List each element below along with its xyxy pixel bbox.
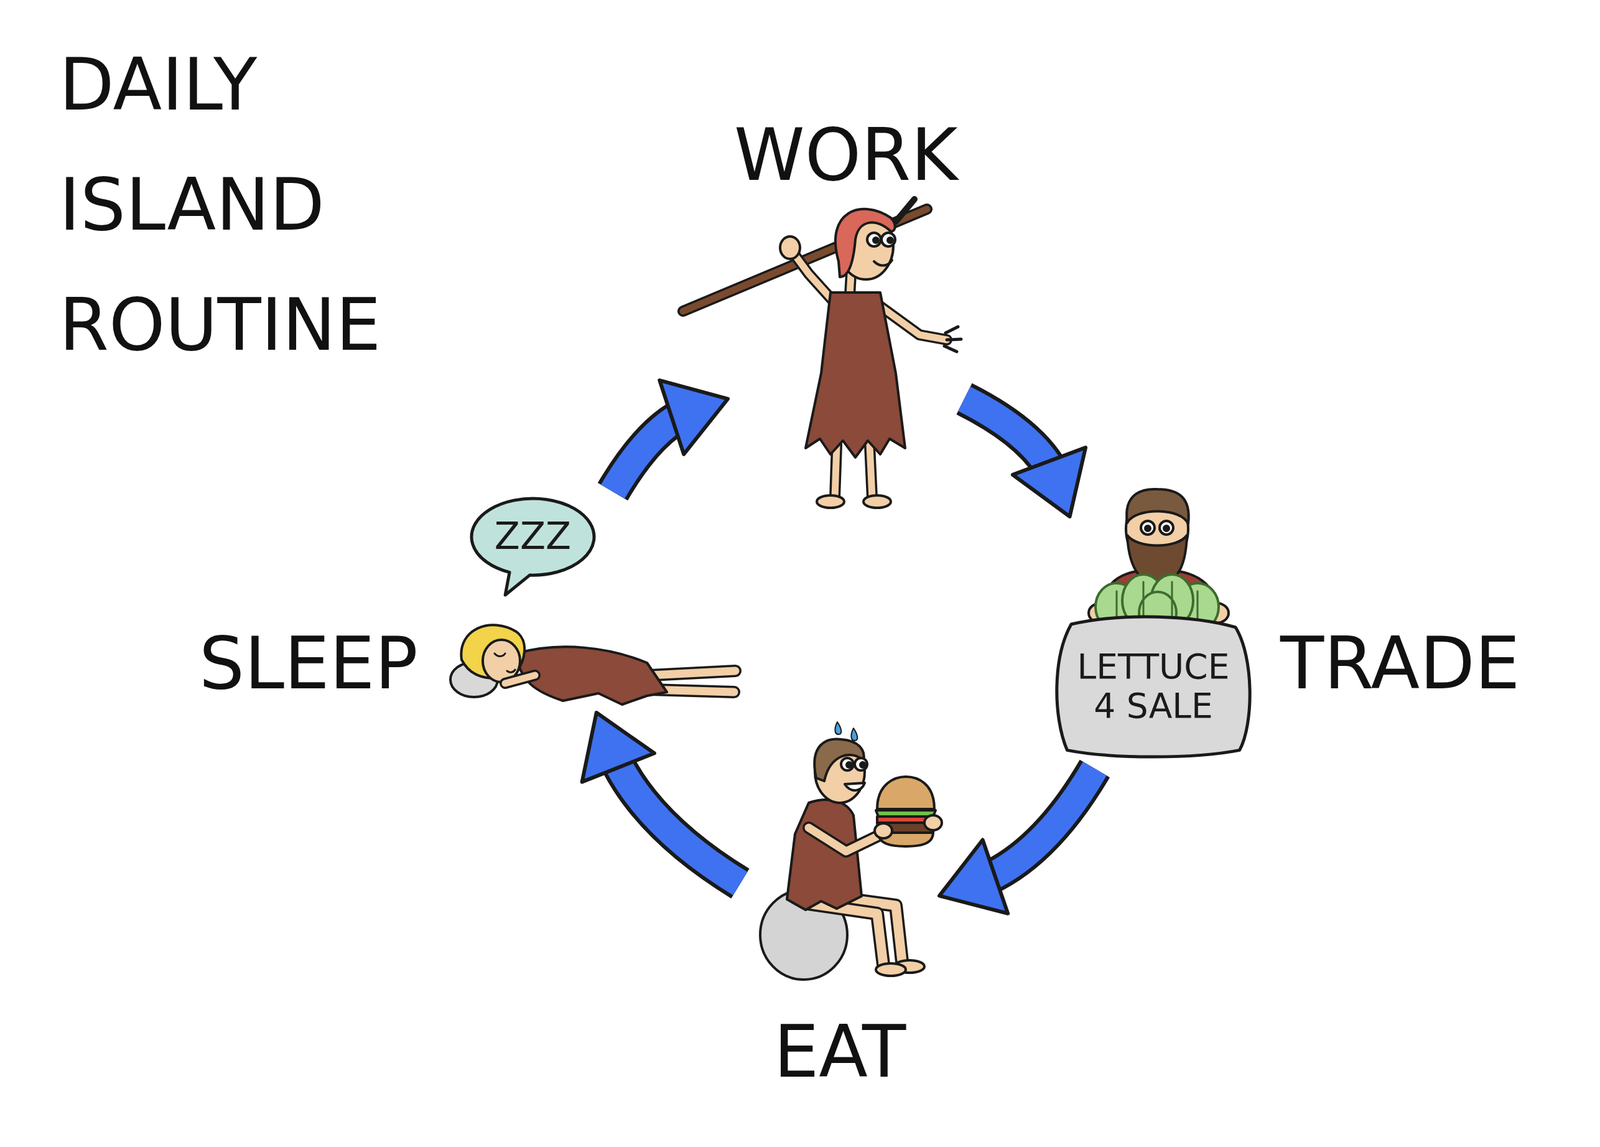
- diagram-title: DAILY ISLAND ROUTINE: [59, 24, 396, 386]
- arrow-outline: [964, 398, 1058, 484]
- arrow-outline: [972, 768, 1095, 884]
- arrow-head: [1012, 447, 1086, 517]
- arrow-head: [582, 712, 655, 782]
- stage-node: SLEEP ZZZ: [199, 491, 744, 713]
- trader-figure: [1088, 488, 1229, 634]
- eater-figure: [760, 721, 942, 980]
- snore-text: ZZZ: [494, 515, 572, 557]
- stage-label: TRADE: [1280, 620, 1520, 707]
- arrow-shaft: [972, 768, 1095, 884]
- stage-node: WORK: [727, 105, 965, 507]
- stage-label: WORK: [734, 111, 959, 198]
- flow-arrow: [939, 768, 1095, 914]
- stage-node: EAT: [740, 699, 940, 1108]
- rock-sign: LETTUCE 4 SALE: [1050, 612, 1256, 761]
- arrow-outline: [609, 745, 741, 884]
- arrow-head: [939, 839, 1008, 914]
- worker-figure: [683, 199, 962, 508]
- arrow-shaft: [609, 745, 741, 884]
- speech-bubble: ZZZ: [469, 494, 597, 597]
- arrow-shaft: [612, 409, 695, 492]
- flow-arrow: [582, 712, 741, 884]
- arrow-head: [659, 380, 728, 455]
- stage-label: SLEEP: [199, 620, 419, 707]
- flow-arrow: [612, 380, 728, 492]
- flow-arrow: [964, 398, 1086, 517]
- sleeper-figure: [450, 624, 736, 705]
- arrow-shaft: [964, 398, 1058, 484]
- sign-text: LETTUCE 4 SALE: [1066, 646, 1241, 726]
- arrow-outline: [612, 409, 695, 492]
- stage-node: TRADE LETTUCE 4 SALE: [1048, 516, 1549, 769]
- stage-label: EAT: [773, 1008, 907, 1095]
